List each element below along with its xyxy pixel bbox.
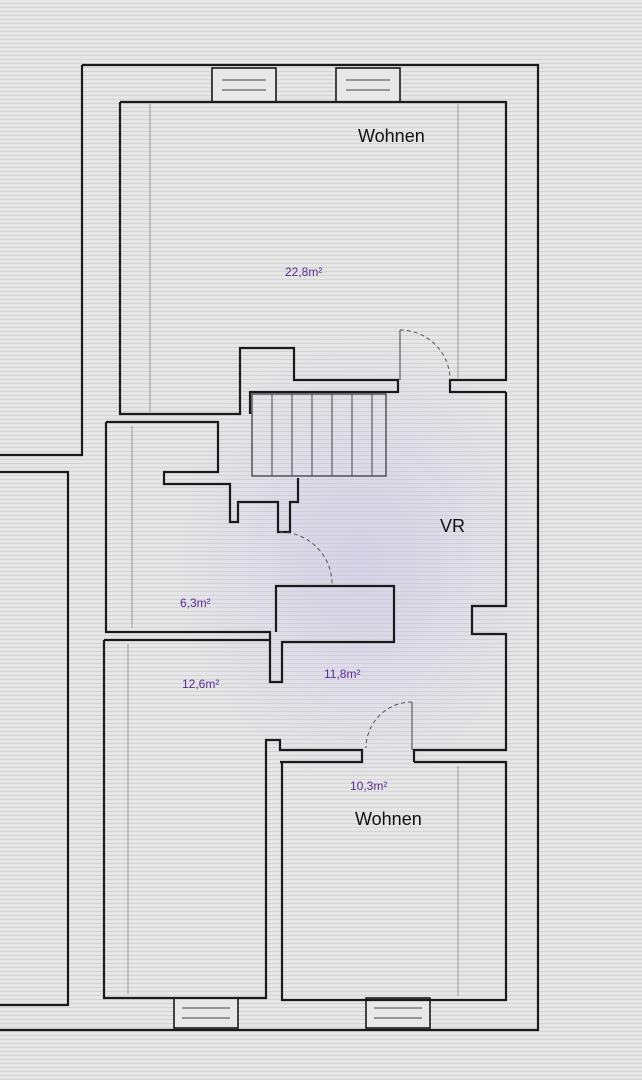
window-top-right (335, 67, 401, 103)
outer-wall (0, 63, 540, 1032)
room-area-bottom-left: 12,6m² (182, 677, 219, 691)
bottom-right-room-wall (280, 760, 508, 1002)
room-area-top: 22,8m² (285, 265, 322, 279)
top-room-wall-lower (118, 102, 400, 416)
door-bottom-room (365, 701, 413, 750)
door-top-room (399, 329, 451, 381)
bottom-left-room-wall (102, 638, 364, 1000)
middle-room-wall (104, 422, 396, 684)
adjacent-building (0, 470, 70, 1007)
room-area-bottom-right: 10,3m² (350, 779, 387, 793)
outer-wall-left (0, 65, 84, 457)
staircase (251, 393, 387, 477)
window-top-left (211, 67, 277, 103)
hallway-right-wall (412, 392, 508, 762)
door-middle (279, 531, 333, 585)
room-area-hallway: 11,8m² (324, 667, 360, 681)
room-name-top: Wohnen (358, 126, 425, 146)
window-bottom-left (173, 997, 239, 1029)
window-bottom-right (365, 997, 431, 1029)
room-area-middle-left: 6,3m² (180, 596, 211, 610)
room-name-hallway: VR (440, 516, 465, 536)
middle-left-wall (106, 420, 300, 534)
top-room-wall (120, 100, 508, 394)
room-name-bottom-right: Wohnen (355, 809, 422, 829)
hallway-tint (170, 330, 550, 790)
